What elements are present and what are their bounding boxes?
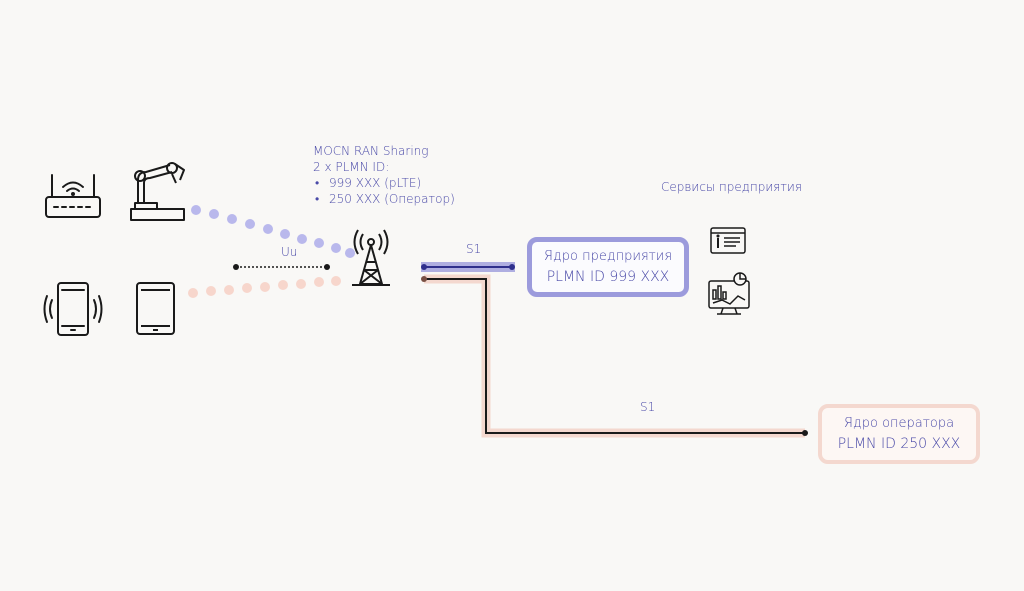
- enterprise-core-title: Ядро предприятия: [543, 249, 673, 264]
- operator-core-title: Ядро оператора: [843, 416, 955, 431]
- router-icon: [45, 174, 101, 218]
- uu-interface-line: [233, 264, 330, 270]
- robot-arm-icon: [130, 162, 185, 221]
- plmn-item-pLTE: 999 XXX (pLTE): [313, 175, 455, 191]
- plmn-count: 2 x PLMN ID:: [313, 160, 390, 174]
- cell-tower-icon: [352, 229, 390, 286]
- ran-sharing-info: MOCN RAN Sharing 2 x PLMN ID: 999 XXX (p…: [313, 143, 455, 207]
- analytics-monitor-icon: [708, 272, 750, 315]
- info-panel-icon: [710, 227, 746, 254]
- services-title: Сервисы предприятия: [661, 180, 802, 194]
- plmn-item-operator: 250 XXX (Оператор): [313, 191, 455, 207]
- ran-sharing-title: MOCN RAN Sharing: [313, 144, 429, 158]
- smartphone-icon: [43, 282, 103, 336]
- s1-operator-link: [421, 274, 808, 438]
- operator-radio-link: [188, 276, 341, 298]
- s1-enterprise-link: [421, 262, 515, 272]
- enterprise-core-box: Ядро предприятия PLMN ID 999 XXX: [527, 237, 689, 297]
- enterprise-core-plmn: PLMN ID 999 XXX: [546, 269, 670, 285]
- enterprise-radio-link: [191, 205, 355, 258]
- tablet-icon: [136, 282, 175, 335]
- s1-operator-label: S1: [640, 400, 656, 414]
- plmn-list: 999 XXX (pLTE) 250 XXX (Оператор): [313, 175, 455, 207]
- operator-core-plmn: PLMN ID 250 XXX: [837, 436, 961, 452]
- uu-label: Uu: [281, 245, 298, 259]
- operator-core-box: Ядро оператора PLMN ID 250 XXX: [818, 404, 980, 464]
- s1-enterprise-label: S1: [466, 242, 482, 256]
